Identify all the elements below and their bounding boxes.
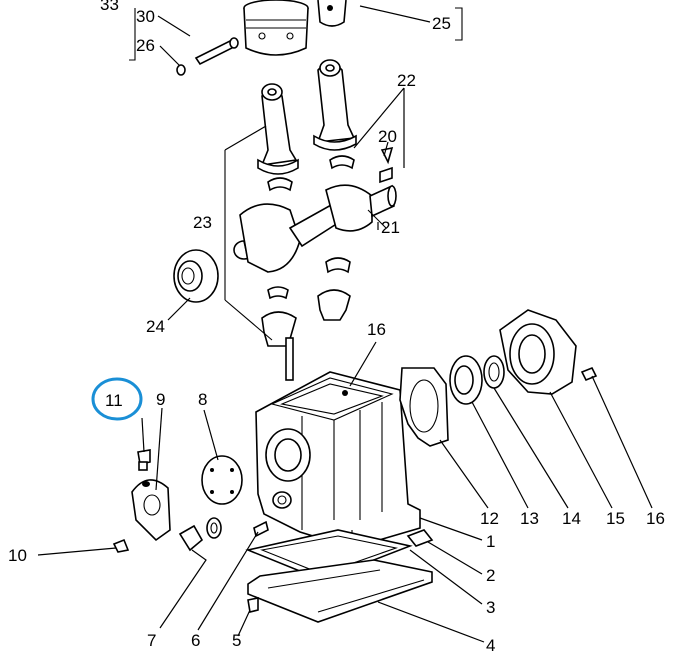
label-4: 4 bbox=[486, 636, 495, 655]
group-bracket-25 bbox=[455, 7, 463, 41]
label-2: 2 bbox=[486, 566, 495, 585]
label-10: 10 bbox=[8, 546, 27, 565]
label-15: 15 bbox=[606, 509, 625, 528]
bearing-24 bbox=[173, 249, 219, 303]
end-cover-15 bbox=[499, 309, 577, 395]
stud-6 bbox=[253, 520, 269, 538]
label-9: 9 bbox=[156, 390, 165, 409]
gasket-8 bbox=[201, 455, 243, 505]
label-23: 23 bbox=[193, 213, 212, 232]
label-6: 6 bbox=[191, 631, 200, 650]
leader-lines bbox=[37, 5, 653, 643]
label-22: 22 bbox=[397, 71, 416, 90]
label-16-top: 16 bbox=[367, 320, 386, 339]
rod-caps bbox=[224, 150, 351, 381]
label-24: 24 bbox=[146, 317, 165, 336]
piston-assembly bbox=[129, 0, 463, 76]
seal-14 bbox=[483, 355, 505, 389]
label-26: 26 bbox=[136, 36, 155, 55]
label-8: 8 bbox=[198, 390, 207, 409]
bolt-10 bbox=[112, 538, 130, 553]
woodruff-key bbox=[380, 146, 394, 165]
label-20: 20 bbox=[378, 127, 397, 146]
crankcase bbox=[255, 371, 421, 549]
crank-web-left bbox=[239, 203, 301, 273]
label-30: 30 bbox=[136, 7, 155, 26]
drain-plug-7 bbox=[178, 517, 222, 552]
label-1: 1 bbox=[486, 532, 495, 551]
connecting-rods bbox=[257, 59, 357, 192]
crank-web-right bbox=[325, 184, 373, 232]
label-25: 25 bbox=[432, 14, 451, 33]
bolt-5 bbox=[247, 597, 259, 613]
label-11: 11 bbox=[105, 391, 123, 410]
cover-gasket-12 bbox=[399, 367, 449, 447]
label-5: 5 bbox=[232, 631, 241, 650]
label-16-right: 16 bbox=[646, 509, 665, 528]
group-bracket-33 bbox=[129, 8, 136, 61]
filler-plug-11 bbox=[137, 449, 151, 471]
breather-cover-9 bbox=[131, 479, 171, 542]
label-13: 13 bbox=[520, 509, 539, 528]
label-12: 12 bbox=[480, 509, 499, 528]
part-labels: 33 30 26 25 22 20 21 23 24 16 11 9 8 10 … bbox=[8, 0, 665, 655]
piston-second bbox=[317, 0, 347, 27]
bearing-13 bbox=[449, 355, 483, 405]
bearing-shell-upper bbox=[329, 155, 355, 170]
label-7: 7 bbox=[147, 631, 156, 650]
key bbox=[379, 166, 393, 184]
label-3: 3 bbox=[486, 598, 495, 617]
label-33: 33 bbox=[100, 0, 119, 14]
label-14: 14 bbox=[562, 509, 581, 528]
crankshaft bbox=[233, 146, 397, 274]
oil-pan-4 bbox=[247, 559, 433, 623]
rod-bolt bbox=[285, 337, 294, 381]
mount-pad-2 bbox=[406, 529, 434, 547]
piston-body bbox=[243, 7, 309, 56]
piston-clip bbox=[176, 64, 186, 76]
label-21: 21 bbox=[381, 218, 400, 237]
highlight-circle bbox=[91, 377, 143, 421]
bolt-16 bbox=[580, 366, 598, 382]
